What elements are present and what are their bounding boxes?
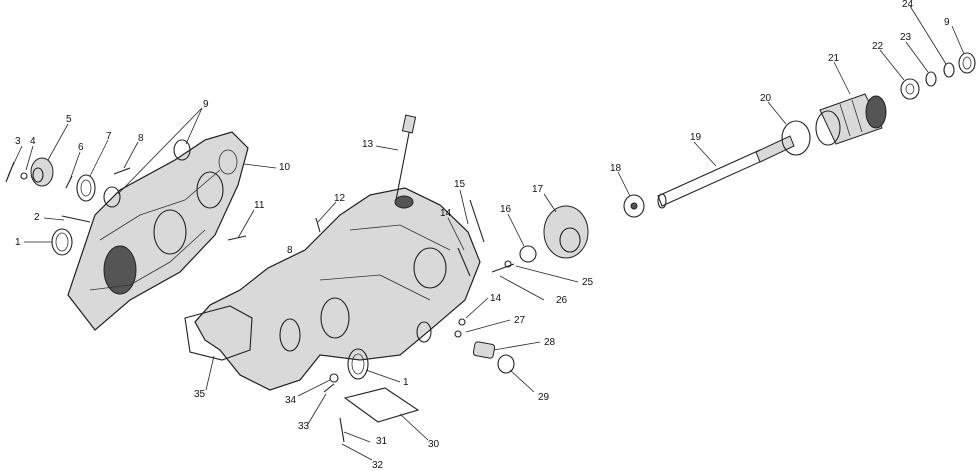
seal-9-right (958, 52, 976, 74)
callout-label: 27 (514, 315, 526, 326)
bearing-cap-5 (30, 157, 54, 187)
bearing-17 (543, 205, 589, 259)
ring-24 (943, 62, 955, 78)
callout-label: 8 (138, 133, 144, 144)
gear-21 (815, 93, 887, 146)
washer-16 (519, 245, 537, 263)
bolt-25-26 (491, 260, 515, 273)
leader-lines (7, 5, 965, 461)
dowel-11 (227, 235, 247, 241)
callout-label: 30 (428, 439, 440, 450)
nut-29 (497, 354, 515, 374)
callout-label: 6 (78, 142, 84, 153)
callout-label: 29 (538, 392, 550, 403)
callout-label: 10 (279, 162, 291, 173)
callout-label: 3 (15, 136, 21, 147)
callout-labels: 3 4 5 6 7 8 9 10 2 1 11 12 13 15 14 16 1… (15, 0, 950, 471)
callout-label: 12 (334, 193, 346, 204)
ring-23 (925, 71, 937, 87)
callout-label: 24 (902, 0, 914, 10)
callout-label: 23 (900, 32, 912, 43)
callout-label: 14 (440, 208, 452, 219)
callout-label: 8 (287, 245, 293, 256)
callout-label: 2 (34, 212, 40, 223)
callout-label: 21 (828, 53, 840, 64)
seal-7 (76, 174, 96, 202)
gearcase-cover (67, 131, 249, 331)
bolt-8 (113, 167, 131, 175)
shaft-19 (657, 135, 795, 209)
bolt-14 (457, 247, 471, 277)
bolt-31 (339, 417, 345, 443)
callout-label: 16 (500, 204, 512, 215)
dipstick-13 (395, 114, 417, 201)
callout-label: 25 (582, 277, 594, 288)
plate-30 (343, 387, 420, 423)
callout-label: 1 (15, 237, 21, 248)
nut-14-27 (454, 318, 466, 338)
ring-20 (781, 120, 811, 156)
callout-label: 19 (690, 132, 702, 143)
callout-label: 28 (544, 337, 556, 348)
callout-label: 31 (376, 436, 388, 447)
seal-9-left (103, 139, 191, 208)
bushing-28 (472, 341, 496, 359)
bolt-15 (469, 199, 485, 243)
callout-label: 20 (760, 93, 772, 104)
callout-label: 1 (403, 377, 409, 388)
callout-label: 11 (254, 200, 265, 211)
seal-1-center (347, 348, 369, 380)
callout-label: 33 (298, 421, 310, 432)
callout-label: 18 (610, 163, 622, 174)
callout-label: 22 (872, 41, 884, 52)
washer-22 (900, 78, 920, 100)
parts-33-34 (323, 373, 339, 393)
bolt-12 (315, 217, 321, 233)
callout-label: 9 (203, 99, 209, 110)
callout-label: 14 (490, 293, 502, 304)
callout-label: 32 (372, 460, 384, 471)
callout-label: 5 (66, 114, 72, 125)
callout-label: 26 (556, 295, 568, 306)
seal-1 (51, 228, 73, 256)
callout-label: 35 (194, 389, 206, 400)
gearcase-main (184, 187, 481, 391)
callout-label: 13 (362, 139, 374, 150)
callout-label: 17 (532, 184, 544, 195)
callout-label: 9 (944, 17, 950, 28)
callout-label: 15 (454, 179, 466, 190)
callout-label: 7 (106, 131, 112, 142)
callout-label: 34 (285, 395, 297, 406)
washer-4 (20, 172, 28, 180)
washer-18 (623, 194, 645, 218)
callout-label: 4 (30, 136, 36, 147)
bolt-2 (61, 215, 91, 223)
